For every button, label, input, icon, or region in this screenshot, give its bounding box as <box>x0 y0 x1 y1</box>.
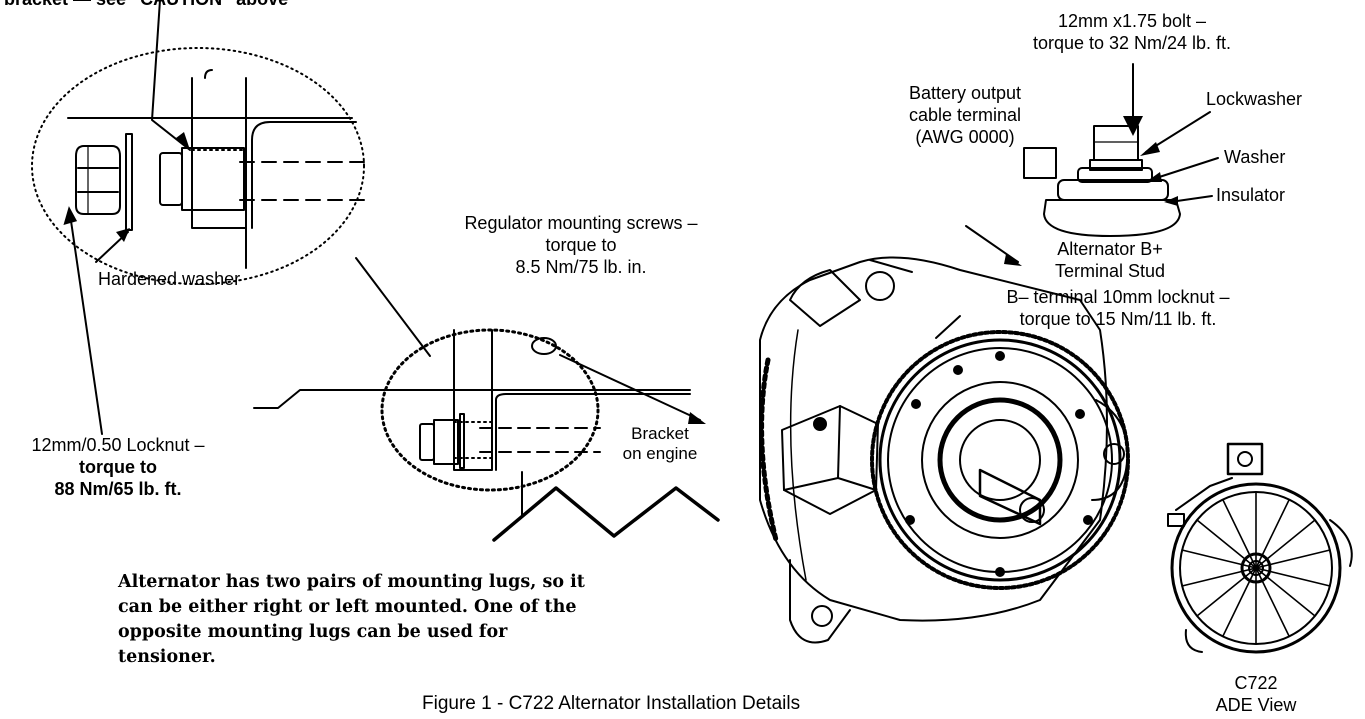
b-minus-line2: torque to 15 Nm/11 lb. ft. <box>1019 309 1217 329</box>
bracket-detail-magnified <box>31 47 373 285</box>
locknut-line2: torque to <box>79 457 157 477</box>
b-minus-callout: B– terminal 10mm locknut – torque to 15 … <box>988 286 1248 330</box>
note-line3: opposite mounting lugs can be used for <box>118 622 508 642</box>
note-line2: can be either right or left mounted. One… <box>118 597 577 617</box>
washer-label: Washer <box>1224 147 1286 167</box>
model-label: C722 <box>1234 673 1278 693</box>
ade-view-caption: C722 ADE View <box>1196 672 1316 716</box>
note-line1: Alternator has two pairs of mounting lug… <box>118 572 585 592</box>
b-minus-line1: B– terminal 10mm locknut – <box>1006 287 1230 307</box>
locknut-line1: 12mm/0.50 Locknut – <box>31 435 205 455</box>
bolt-callout-line2: torque to 32 Nm/24 lb. ft. <box>1032 33 1232 53</box>
lockwasher-label: Lockwasher <box>1206 89 1303 109</box>
bolt-callout: 12mm x1.75 bolt – torque to 32 Nm/24 lb.… <box>1032 10 1232 54</box>
terminal-stud-caption: Alternator B+ Terminal Stud <box>1030 238 1190 282</box>
note-line4: tensioner. <box>118 647 216 667</box>
locknut-line3: 88 Nm/65 lb. ft. <box>54 479 182 499</box>
insulator-label: Insulator <box>1216 185 1286 205</box>
regulator-line2: torque to <box>545 235 617 255</box>
regulator-callout: Regulator mounting screws – torque to 8.… <box>450 212 712 278</box>
bracket-on-engine <box>253 328 720 542</box>
figure-caption: Figure 1 - C722 Alternator Installation … <box>422 693 801 714</box>
regulator-line1: Regulator mounting screws – <box>464 213 698 233</box>
mounting-note: Alternator has two pairs of mounting lug… <box>118 570 585 670</box>
bracket-on-engine-label: Bracket on engine <box>610 424 710 464</box>
stud-caption-line1: Alternator B+ <box>1057 239 1163 259</box>
view-label: ADE View <box>1215 695 1297 715</box>
alternator-ade-view <box>1167 442 1353 654</box>
stud-caption-line2: Terminal Stud <box>1054 261 1166 281</box>
battery-cable-callout: Battery output cable terminal (AWG 0000) <box>880 82 1050 148</box>
bolt-callout-line1: 12mm x1.75 bolt – <box>1057 11 1207 31</box>
hardened-washer-label: Hardened washer <box>98 269 241 289</box>
regulator-line3: 8.5 Nm/75 lb. in. <box>515 257 647 277</box>
battery-callout-line2: cable terminal <box>908 105 1022 125</box>
b-plus-terminal-stud <box>1023 125 1181 237</box>
battery-callout-line1: Battery output <box>908 83 1022 103</box>
locknut-callout: 12mm/0.50 Locknut – torque to 88 Nm/65 l… <box>0 434 236 500</box>
bracket-label-line2: on engine <box>622 444 698 463</box>
battery-callout-line3: (AWG 0000) <box>915 127 1015 147</box>
top-clipped-callout: bracket — see “CAUTION” above <box>4 0 288 10</box>
alternator-main <box>759 256 1130 644</box>
bracket-label-line1: Bracket <box>631 424 689 443</box>
